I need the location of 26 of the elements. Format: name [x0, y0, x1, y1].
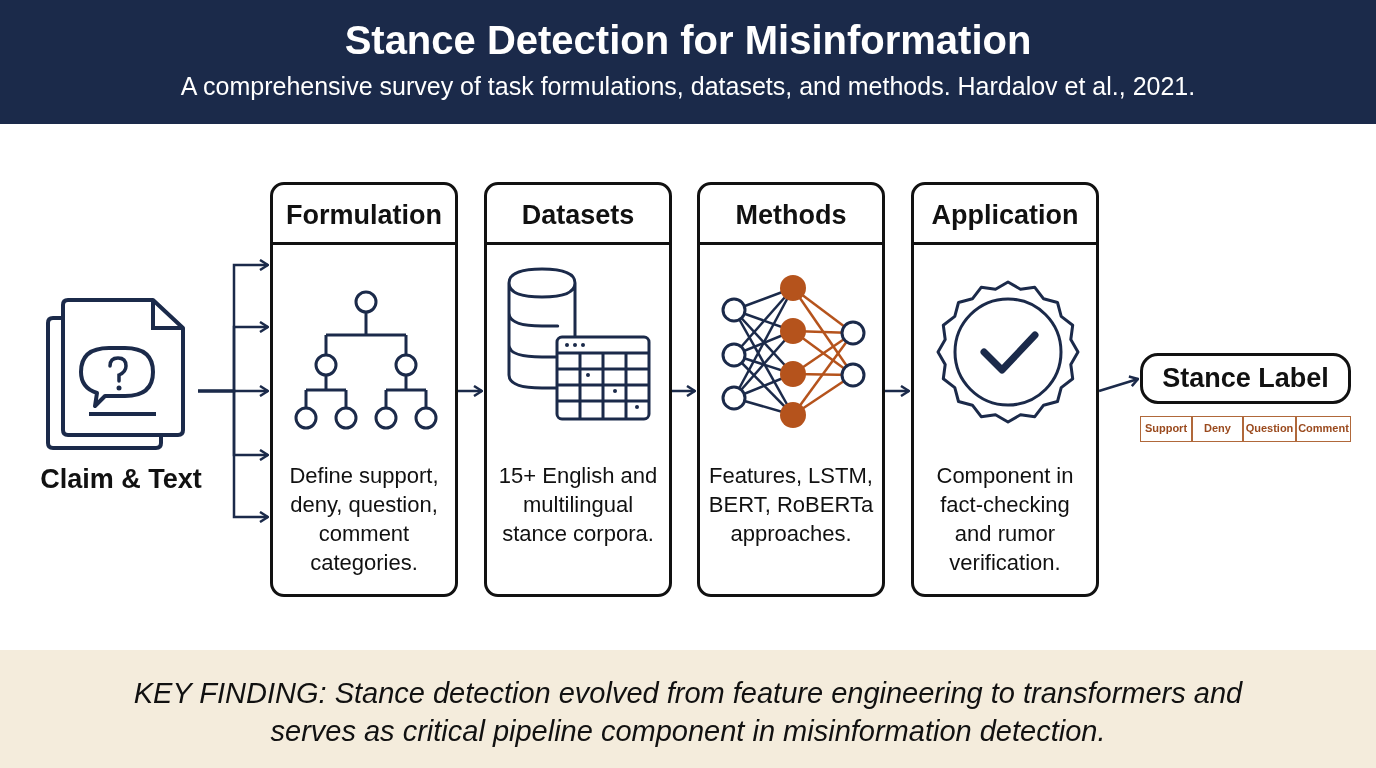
arrow — [885, 384, 911, 398]
card-description: Component in fact-checking and rumor verification. — [935, 462, 1075, 577]
card-description: 15+ English and multilingual stance corpora. — [497, 462, 659, 548]
arrow — [458, 384, 484, 398]
stage-card — [484, 182, 672, 597]
category-tag: Support — [1140, 416, 1192, 442]
category-tag: Question — [1243, 416, 1296, 442]
category-tag: Deny — [1192, 416, 1243, 442]
key-finding-note: KEY FINDING: Stance detection evolved from feature engineering to transformers and serves as critical pipeline component in misinformation detection. — [132, 676, 1244, 749]
card-description: Define support, deny, question, comment categories. — [288, 462, 440, 577]
title: Stance Detection for Misinformation — [343, 18, 1033, 63]
output-label-box: Stance Label — [1140, 353, 1351, 404]
subtitle: A comprehensive survey of task formulations, datasets, and methods. Hardalov et al., 2021. — [179, 72, 1197, 101]
stage-card — [697, 182, 885, 597]
category-tag: Comment — [1296, 416, 1351, 442]
card-title: Methods — [700, 185, 882, 245]
card-title: Application — [914, 185, 1096, 245]
stage-card — [911, 182, 1099, 597]
card-title: Datasets — [487, 185, 669, 245]
arrow — [1098, 375, 1140, 393]
arrow — [198, 389, 270, 524]
node-label: Claim & Text — [39, 464, 203, 495]
card-title: Formulation — [273, 185, 455, 245]
card-description: Features, LSTM, BERT, RoBERTa approaches. — [708, 462, 874, 548]
stage-card — [270, 182, 458, 597]
arrow — [672, 384, 697, 398]
